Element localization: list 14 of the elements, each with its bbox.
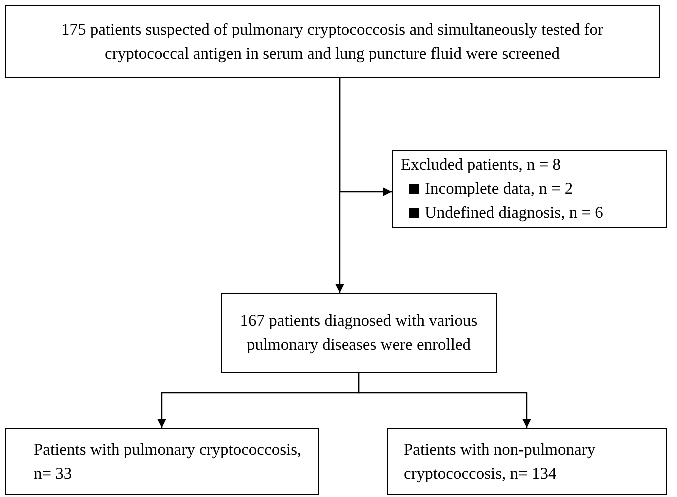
box-text: 175 patients suspected of pulmonary cryptococcosis and simultaneously tested for cryptococcal antigen in serum and lung puncture fluid were screened: [60, 18, 605, 65]
box-text: Patients with pulmonary cryptococcosis, n= 33: [34, 438, 303, 484]
process-box: [221, 293, 497, 373]
arrow: [336, 78, 344, 293]
arrow: [358, 373, 532, 428]
exclusion-reason: Incomplete data, n = 2: [425, 178, 574, 200]
process-box: [392, 150, 667, 228]
process-box: [5, 428, 319, 495]
exclusion-reason: Undefined diagnosis, n = 6: [425, 202, 604, 224]
process-box: [387, 428, 667, 495]
box-text: Patients with non-pulmonary cryptococcosis, n= 134: [404, 438, 597, 485]
process-box: [5, 5, 660, 78]
box-text: 167 patients diagnosed with various pulmonary diseases were enrolled: [239, 310, 479, 356]
box-heading: Excluded patients, n = 8: [401, 154, 562, 176]
